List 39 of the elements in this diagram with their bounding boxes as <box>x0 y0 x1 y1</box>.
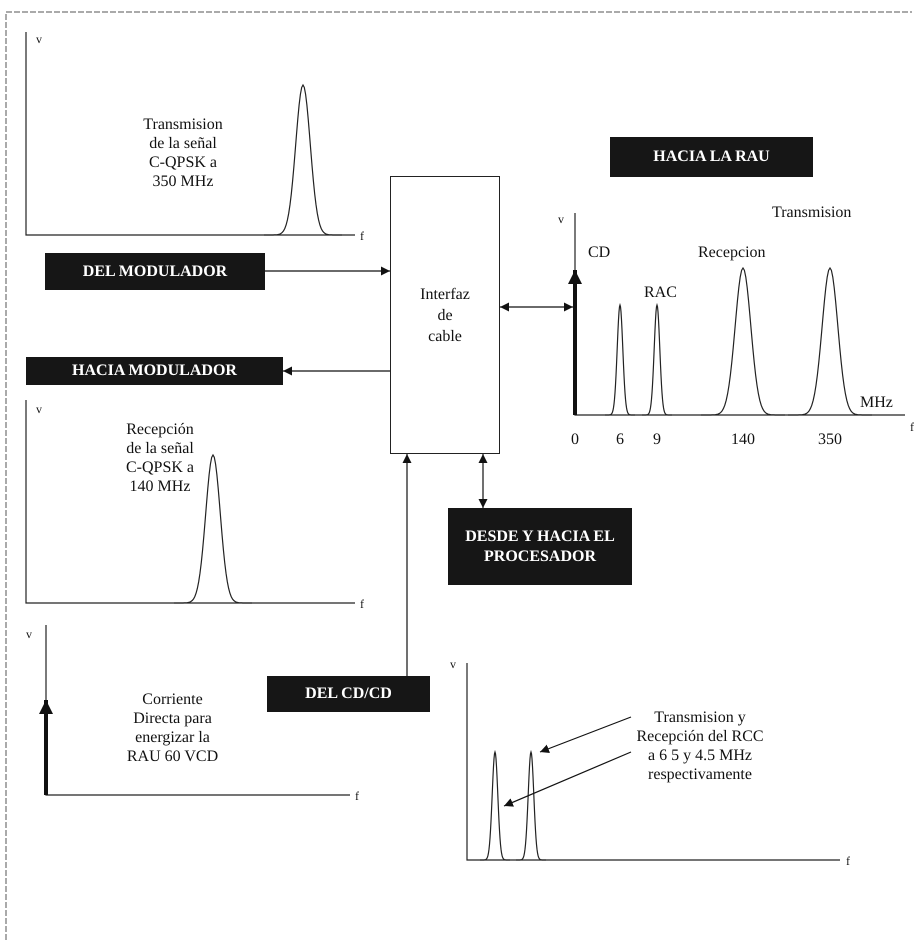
axis-label: f <box>360 228 364 245</box>
axis-label: f <box>910 419 914 436</box>
unit-label: MHz <box>860 393 893 412</box>
axis-label: f <box>846 853 850 870</box>
tick-label: 6 <box>615 430 625 449</box>
axis-label: v <box>558 211 564 228</box>
arrow <box>265 266 390 276</box>
axis-label: v <box>26 626 32 643</box>
axis-label: v <box>36 401 42 418</box>
callout-text: Transmision y Recepción del RCC a 6 5 y 4.5 MHz respectivamente <box>631 708 769 784</box>
peak-label: Recepcion <box>698 243 766 262</box>
peak-label: RAC <box>644 283 677 302</box>
axis-label: v <box>450 656 456 673</box>
label-box: DEL CD/CD <box>267 676 430 712</box>
label-box: DESDE Y HACIA EL PROCESADOR <box>448 508 632 585</box>
spectrum-peak <box>480 750 510 861</box>
arrow <box>283 366 390 376</box>
tick-label: 140 <box>730 430 756 449</box>
plot-caption: Transmision de la señal C-QPSK a 350 MHz <box>142 115 224 191</box>
tick-label: 0 <box>570 430 580 449</box>
plot-caption: Corriente Directa para energizar la RAU 60 VCD <box>126 690 220 766</box>
plot-caption: Recepción de la señal C-QPSK a 140 MHz <box>124 420 195 496</box>
arrow <box>402 454 412 676</box>
leader-arrow <box>540 716 632 753</box>
peak-label: CD <box>588 243 610 262</box>
spectrum-peak <box>516 750 546 861</box>
axis-label: f <box>355 788 359 805</box>
label-box: DEL MODULADOR <box>45 253 265 290</box>
peak-label: Transmision <box>772 203 852 222</box>
arrow <box>500 302 573 312</box>
axis-label: v <box>36 31 42 48</box>
tick-label: 9 <box>652 430 662 449</box>
arrow <box>478 454 488 508</box>
leader-arrow <box>504 751 632 807</box>
axis-label: f <box>360 596 364 613</box>
interface-box: Interfaz de cable <box>390 176 500 454</box>
label-box: HACIA LA RAU <box>610 137 813 177</box>
tick-label: 350 <box>817 430 843 449</box>
label-box: HACIA MODULADOR <box>26 357 283 385</box>
